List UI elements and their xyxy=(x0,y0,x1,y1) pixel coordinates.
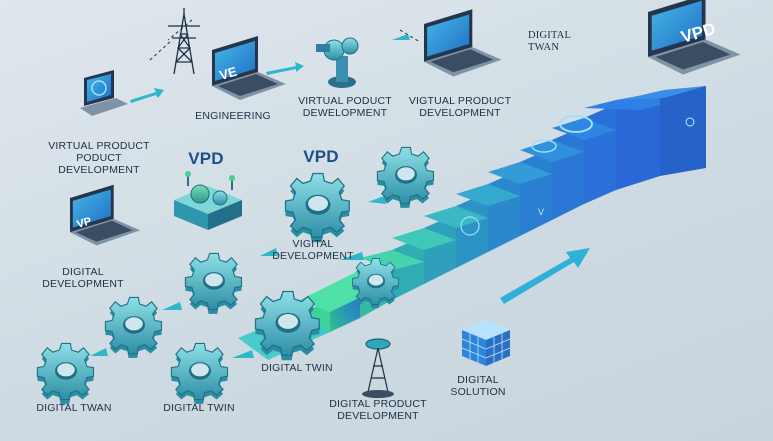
label-engineering: ENGINEERING xyxy=(195,110,271,122)
label-virtual-product-development-left: VIRTUAL PRODUCT PODUCT DEVELOPMENT xyxy=(48,140,150,176)
dashed-connector-2 xyxy=(167,19,421,43)
gear-left-icon xyxy=(104,296,163,359)
label-digital-twan-bottom: DIGITAL TWAN xyxy=(36,402,112,414)
monitor-left-icon xyxy=(80,70,128,116)
label-digital-product-development: DIGITAL PRODUCT DEVELOPMENT xyxy=(329,398,427,422)
label-digital-twan-top: DIGITAL TWAN xyxy=(528,30,572,53)
gear-lower-center-icon xyxy=(254,290,320,361)
label-vpd-left: VPD xyxy=(188,149,224,168)
laptop-vp-icon xyxy=(70,184,141,246)
tower-icon xyxy=(168,8,200,75)
label-digital-twin-bottom: DIGITAL TWIN xyxy=(163,402,235,414)
gear-top-right-icon xyxy=(376,146,435,209)
gear-on-stairs-icon xyxy=(352,258,399,309)
label-digital-solution: DIGITAL SOLUTION xyxy=(450,374,506,398)
screen-label-vp: VP xyxy=(76,215,93,231)
progress-arrow xyxy=(500,248,590,304)
robot-arm-icon xyxy=(316,37,359,88)
label-digital-development: DIGITAL DEVELOPMENT xyxy=(42,266,124,290)
label-vpd-center: VPD xyxy=(303,147,339,166)
machine-module-icon xyxy=(174,171,242,230)
antenna-icon xyxy=(362,338,394,398)
cube-icon xyxy=(461,320,511,366)
label-virtual-podcut-development: VIRTUAL PODUCT DEWELOPMENT xyxy=(298,95,392,119)
label-vigital-development: VIGITAL DEVELOPMENT xyxy=(272,238,354,262)
gear-center-icon xyxy=(284,172,350,243)
label-digital-twin-center: DIGITAL TWIN xyxy=(261,362,333,374)
gear-bottom-left-icon xyxy=(36,342,95,405)
gear-mid-icon xyxy=(184,252,243,315)
laptop-top-center-icon xyxy=(424,9,502,77)
svg-text:V: V xyxy=(538,207,544,217)
dashed-connector xyxy=(149,39,173,61)
screen-label-ve: VE xyxy=(218,64,239,83)
gear-bottom-center-icon xyxy=(170,342,229,405)
connector-arrows xyxy=(90,34,410,358)
label-vigtual-product-development: VIGTUAL PRODUCT DEVELOPMENT xyxy=(408,95,512,119)
